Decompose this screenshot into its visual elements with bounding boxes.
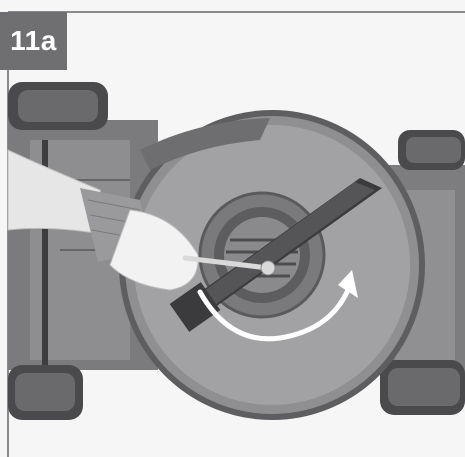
wheel-bottom-right bbox=[380, 360, 465, 415]
wheel-top-left bbox=[8, 82, 108, 130]
step-label: 11a bbox=[0, 12, 67, 70]
gloved-hand bbox=[7, 149, 199, 291]
mower-blade bbox=[169, 178, 382, 332]
wheel-bottom-left bbox=[8, 365, 83, 420]
wrench-icon bbox=[182, 255, 276, 276]
wheel-top-right bbox=[398, 130, 465, 170]
rotation-arrow-icon bbox=[197, 270, 358, 342]
